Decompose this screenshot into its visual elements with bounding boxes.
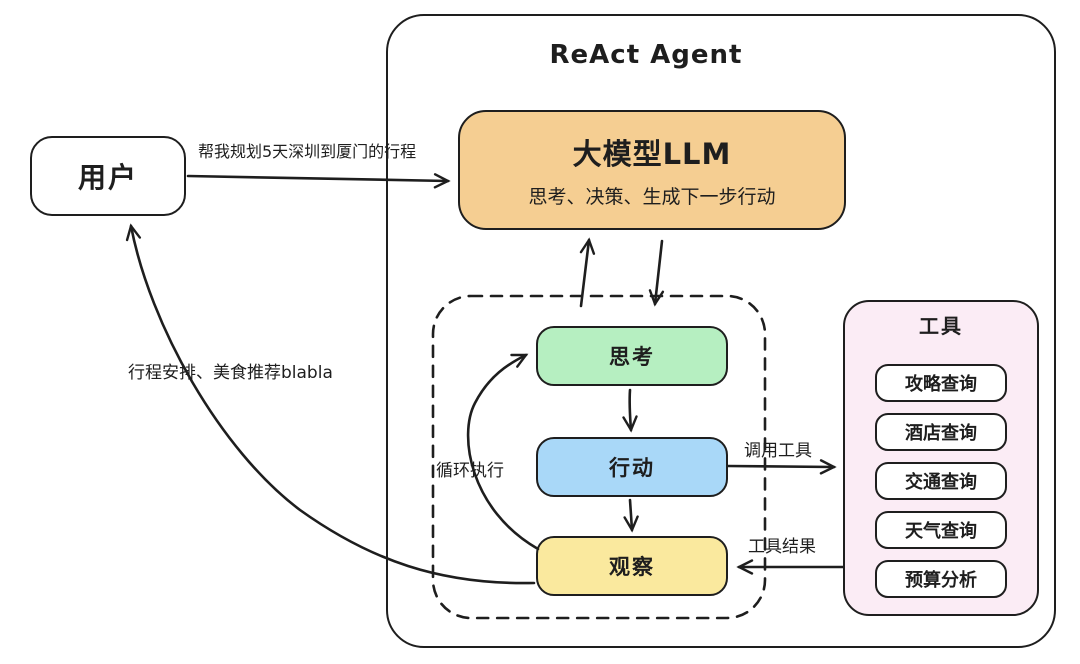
tool-item-hotel: 酒店查询 [875,413,1007,451]
edge-label-user-request: 帮我规划5天深圳到厦门的行程 [198,142,417,161]
user-box: 用户 [30,136,186,216]
llm-box: 大模型LLM 思考、决策、生成下一步行动 [458,110,846,230]
loop-step-observe: 观察 [536,536,728,596]
loop-step-act-label: 行动 [609,456,655,480]
llm-box-subtitle: 思考、决策、生成下一步行动 [528,186,776,208]
loop-step-observe-label: 观察 [609,555,655,579]
edge-label-agent-response: 行程安排、美食推荐blabla [128,363,333,383]
edge-label-call-tools: 调用工具 [744,441,812,461]
llm-box-title: 大模型LLM [572,137,732,171]
user-box-label: 用户 [77,161,138,194]
edge-label-tool-result: 工具结果 [748,537,816,557]
loop-step-act: 行动 [536,437,728,497]
loop-step-think: 思考 [536,326,728,386]
loop-step-think-label: 思考 [609,345,655,369]
tool-item-budget: 预算分析 [875,560,1007,598]
tools-list: 攻略查询 酒店查询 交通查询 天气查询 预算分析 [843,364,1039,598]
tools-box-title: 工具 [919,314,963,338]
tool-item-weather: 天气查询 [875,511,1007,549]
edge-label-loop-execute: 循环执行 [436,461,504,481]
tool-item-guide: 攻略查询 [875,364,1007,402]
tool-item-transport: 交通查询 [875,462,1007,500]
react-agent-title: ReAct Agent [549,40,743,70]
